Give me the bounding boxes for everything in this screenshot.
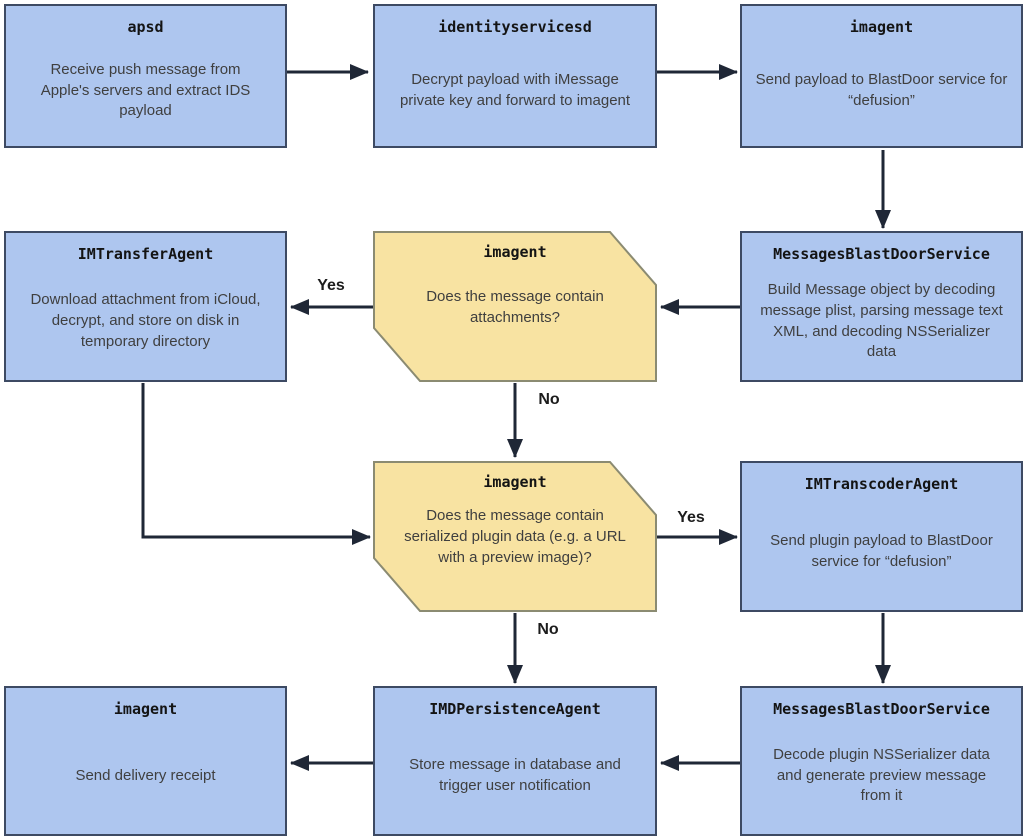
flow-node-apsd: apsd Receive push message from Apple's s…	[4, 4, 287, 148]
flow-node-messagesblastdoorservice-2: MessagesBlastDoorService Decode plugin N…	[740, 686, 1023, 836]
node-body: Download attachment from iCloud, decrypt…	[30, 291, 261, 350]
flow-node-messagesblastdoorservice-1: MessagesBlastDoorService Build Message o…	[740, 231, 1023, 382]
branch-label-plugin-no: No	[537, 621, 559, 638]
node-title: MessagesBlastDoorService	[773, 245, 990, 263]
flow-node-imdpersistenceagent: IMDPersistenceAgent Store message in dat…	[373, 686, 657, 836]
node-title: identityservicesd	[438, 18, 592, 36]
decision-shape	[373, 231, 657, 382]
node-title: imagent	[483, 473, 547, 491]
node-body: Decode plugin NSSerializer data and gene…	[773, 745, 990, 805]
flow-node-identityservicesd: identityservicesd Decrypt payload with i…	[373, 4, 657, 148]
branch-label-attachments-no: No	[538, 391, 560, 408]
flow-decision-plugin-data: imagent Does the message contain seriali…	[373, 461, 657, 612]
node-body: Send payload to BlastDoor service for “d…	[755, 71, 1008, 109]
node-body: Send plugin payload to BlastDoor service…	[770, 531, 993, 570]
node-title: imagent	[849, 18, 914, 36]
branch-label-plugin-yes: Yes	[677, 509, 705, 526]
node-title: IMTranscoderAgent	[804, 475, 959, 493]
node-body: Send delivery receipt	[75, 766, 216, 784]
flow-node-imagent-top: imagent Send payload to BlastDoor servic…	[740, 4, 1023, 148]
decision-shape	[373, 461, 657, 612]
edge-imtransferagent-decision-plugin	[141, 383, 371, 545]
node-title: imagent	[113, 700, 178, 718]
node-body: Does the message contain attachments?	[426, 287, 604, 326]
node-body: Decrypt payload with iMessage private ke…	[399, 71, 631, 109]
flow-node-imagent-bottom: imagent Send delivery receipt	[4, 686, 287, 836]
node-title: MessagesBlastDoorService	[773, 700, 990, 718]
flow-decision-attachments: imagent Does the message contain attachm…	[373, 231, 657, 382]
node-title: apsd	[127, 18, 164, 36]
node-title: IMTransferAgent	[77, 245, 214, 263]
flow-node-imtranscoderagent: IMTranscoderAgent Send plugin payload to…	[740, 461, 1023, 612]
branch-label-attachments-yes: Yes	[317, 277, 345, 294]
node-title: imagent	[483, 243, 547, 261]
node-body: Store message in database and trigger us…	[409, 756, 621, 794]
node-body: Receive push message from Apple's server…	[40, 60, 251, 120]
flow-node-imtransferagent: IMTransferAgent Download attachment from…	[4, 231, 287, 382]
node-title: IMDPersistenceAgent	[429, 700, 601, 718]
node-body: Build Message object by decoding message…	[760, 281, 1003, 361]
node-body: Does the message contain serialized plug…	[404, 507, 626, 566]
